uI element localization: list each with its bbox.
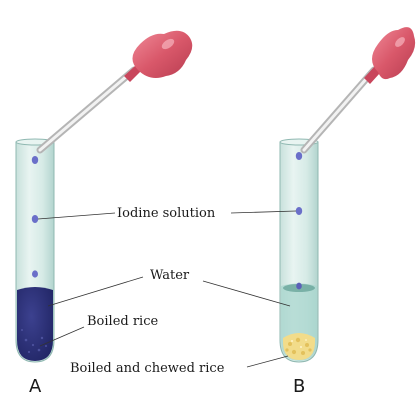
tube-a-iodine-drop-3 [32, 270, 38, 278]
boiled-chewed-rice-label: Boiled and chewed rice [70, 361, 225, 376]
tube-b-letter: B [293, 376, 305, 397]
water-label: Water [150, 268, 190, 283]
dropper-a-bulb [132, 30, 193, 78]
iodine-solution-label: Iodine solution [117, 206, 216, 221]
tube-a-iodine-drop-1 [31, 156, 39, 164]
dropper-b-bulb [372, 27, 416, 80]
tube-a-iodine-drop-2 [31, 215, 39, 223]
tube-b-iodine-drop-1 [295, 152, 303, 160]
leader-lines [37, 210, 297, 368]
tube-a-letter: A [29, 376, 42, 397]
iodine-leader-a [37, 212, 116, 220]
tube-b-iodine-drop-3 [296, 282, 302, 290]
tube-a-rice-speckles [21, 329, 47, 354]
tube-b-iodine-drop-2 [295, 207, 303, 215]
water-leader-a [47, 276, 144, 307]
tube-a-blue-contents [17, 287, 53, 361]
iodine-leader-b [230, 210, 297, 214]
boiled-rice-label: Boiled rice [87, 314, 158, 329]
dropper-b [300, 27, 416, 154]
chewed-rice-leader [246, 355, 289, 368]
dropper-a [36, 30, 193, 154]
water-leader-b [202, 280, 291, 307]
tube-b-chewed-rice [283, 333, 315, 360]
test-tube-b [279, 138, 319, 363]
test-tube-a [15, 138, 55, 363]
boiled-rice-leader [39, 326, 85, 347]
